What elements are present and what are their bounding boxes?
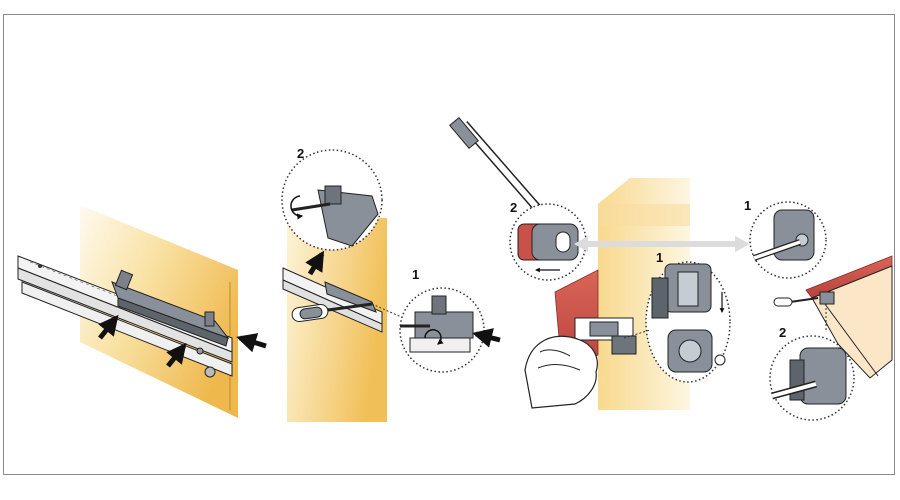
clip-icon (400, 295, 474, 353)
screwdriver-icon (773, 297, 819, 307)
diagram-frame (3, 14, 895, 475)
step-number-label: 2 (510, 200, 517, 215)
cabinet-top (598, 178, 690, 204)
hand-icon (524, 335, 598, 409)
step-number-label: 2 (779, 325, 786, 340)
arrow-icon (472, 328, 501, 348)
screwdriver-icon (291, 302, 373, 323)
bracket-icon (651, 263, 726, 373)
clip-icon (574, 317, 637, 355)
step-number-label: 2 (297, 146, 304, 161)
arrow-icon (305, 250, 325, 276)
panel-2-screw-adjust: 2 1 (281, 146, 501, 422)
bracket-icon (290, 185, 379, 247)
step-number-label: 1 (744, 198, 751, 213)
screwdriver-icon (449, 116, 550, 221)
panel-3-front-attach: 2 1 (449, 116, 750, 410)
arrow-icon (98, 314, 119, 340)
step-number-label: 1 (412, 267, 419, 282)
step-number-label: 1 (656, 250, 663, 265)
panel-1-runner-mount (17, 205, 267, 418)
arrow-icon (166, 342, 187, 368)
panel-4-height-adjust: 1 2 (744, 198, 893, 421)
clip-icon (111, 269, 230, 347)
arrow-icon (236, 333, 267, 353)
